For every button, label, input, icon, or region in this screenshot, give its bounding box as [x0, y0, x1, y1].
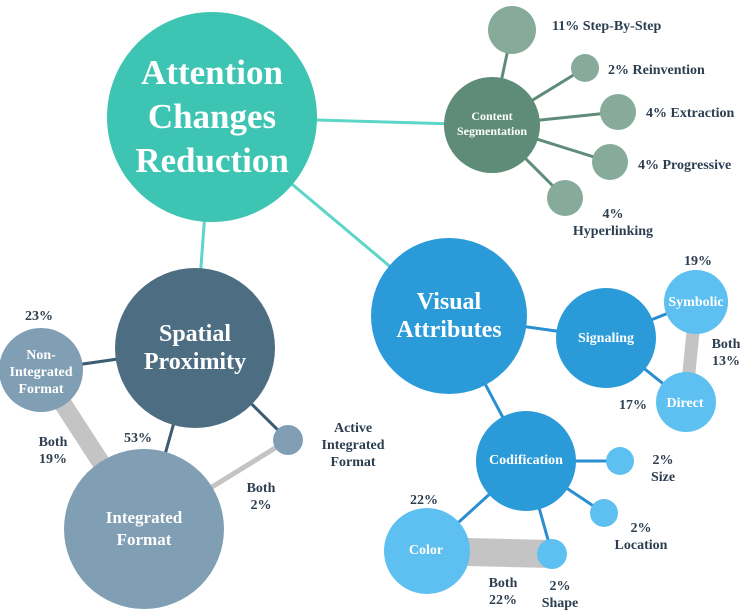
node-color-text: Color: [408, 542, 444, 558]
label-integrated-pct: 53%: [124, 431, 152, 446]
node-codification-text: Codification: [489, 452, 563, 468]
node-non-integrated-text: Non- Integrated Format: [9, 347, 73, 397]
node-codification: [476, 411, 576, 511]
node-step: [488, 6, 536, 54]
node-signaling-text: Signaling: [577, 330, 635, 346]
node-spatial-proximity-text: Spatial Proximity: [143, 321, 247, 375]
label-hyperlinking: 4% Hyperlinking: [572, 207, 654, 239]
label-non-integrated-pct: 23%: [25, 309, 53, 324]
node-integrated-format-text: Integrated Format: [105, 508, 183, 549]
node-visual-attributes-text: Visual Attributes: [396, 289, 502, 343]
label-both-13: Both 13%: [711, 337, 741, 369]
node-spatial: [115, 268, 275, 428]
node-non-integrated: [0, 328, 83, 412]
node-location: [590, 499, 618, 527]
label-size: 2% Size: [650, 453, 676, 485]
label-both-19: Both 19%: [38, 435, 68, 467]
node-content: [444, 77, 540, 173]
node-reinvention: [571, 54, 599, 82]
label-active-integrated: Active Integrated Format: [321, 421, 385, 470]
node-attention: [107, 12, 317, 222]
node-extraction: [600, 94, 636, 130]
label-extraction: 4% Extraction: [646, 106, 735, 121]
label-direct-pct: 17%: [619, 398, 647, 413]
node-content-segmentation-text: Content Segmentation: [457, 109, 527, 138]
node-attention-text: Attention Changes Reduction: [135, 53, 289, 180]
node-active: [273, 425, 303, 455]
node-color: [384, 508, 470, 594]
node-visual: [371, 238, 527, 394]
node-progressive: [592, 144, 628, 180]
label-both-2: Both 2%: [246, 481, 276, 513]
node-direct-text: Direct: [666, 395, 704, 411]
node-direct: [656, 372, 716, 432]
node-shape: [537, 539, 567, 569]
label-location: 2% Location: [614, 521, 668, 553]
node-hyperlinking: [547, 180, 583, 216]
label-step-by-step: 11% Step-By-Step: [552, 19, 662, 34]
node-signaling: [556, 288, 656, 388]
node-symbolic-text: Symbolic: [668, 294, 724, 310]
label-color-pct: 22%: [410, 493, 438, 508]
node-symbolic: [664, 270, 728, 334]
label-progressive: 4% Progressive: [638, 158, 732, 173]
label-symbolic-pct: 19%: [684, 254, 712, 269]
label-reinvention: 2% Reinvention: [608, 63, 705, 78]
node-integrated: [64, 449, 224, 609]
nodes: [0, 6, 728, 609]
label-shape: 2% Shape: [541, 579, 579, 611]
node-size: [606, 447, 634, 475]
label-both-22: Both 22%: [488, 576, 518, 608]
